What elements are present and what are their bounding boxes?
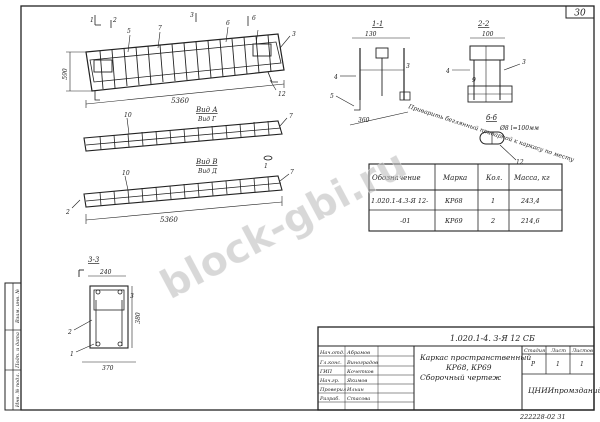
callout-number: 3: [406, 63, 410, 70]
spec-header-mass: Масса, кг: [513, 174, 550, 182]
view-b: Вид В Вид Д 5360 10 7 2: [65, 158, 294, 224]
side-stamp-label: Подп. и дата: [15, 332, 21, 369]
callout-number: 10: [124, 112, 132, 119]
view-b-ref: Вид Д: [197, 168, 217, 175]
section-1-1-label: 1-1: [372, 20, 383, 28]
watermark: block-gbi.ru: [153, 141, 414, 309]
spec-table: Обозначение Марка Кол. Масса, кг 1.020.1…: [368, 163, 563, 232]
page-number: 30: [574, 9, 586, 19]
spec-cell: 1.020.1-4.3-Я 12-: [371, 197, 428, 205]
weld-note: Приварить беглянный приварной к каркасу …: [406, 103, 575, 164]
callout-number: 1: [264, 163, 268, 170]
section-mark-label: 2: [112, 17, 117, 24]
side-stamp-label: Инв. № подл.: [15, 372, 21, 408]
callout-number: 3: [292, 31, 296, 38]
sheet-header: Лист: [550, 348, 566, 354]
section-2-2-label: 2-2: [477, 20, 490, 28]
dimension-sec11-top: 130: [365, 31, 377, 38]
callout-number: 4: [445, 68, 450, 75]
view-a-label: Вид А: [195, 106, 218, 114]
sheets-value: 1: [580, 361, 584, 368]
dimension-bottom-length: 5360: [160, 216, 178, 224]
callout-number: 7: [289, 113, 293, 120]
signer-name: Кочетков: [346, 369, 374, 375]
section-mark-label: 6: [252, 15, 256, 22]
spec-cell: 243,4: [520, 197, 540, 205]
sheet-value: 1: [556, 361, 560, 368]
section-3-3: 3-3 240 380 370 2 1 3: [67, 256, 142, 372]
dimension-sec11-bottom: 360: [358, 117, 370, 124]
section-1-1: 1-1 130 360 4 5 3: [330, 20, 411, 126]
callout-number: 1: [70, 351, 74, 358]
signer-name: Якимов: [346, 378, 367, 384]
side-stamp: Взам. инв. № Подп. и дата Инв. № подл.: [4, 282, 22, 411]
callout-number: 6: [226, 20, 230, 27]
signer-role: ГИП: [319, 369, 333, 375]
section-3-3-label: 3-3: [88, 256, 100, 264]
spec-header-mark: Марка: [442, 174, 467, 182]
spec-cell: КР69: [444, 217, 463, 225]
callout-number: 3: [130, 293, 134, 300]
view-a-ref: Вид Г: [197, 116, 217, 123]
dimension-top-length: 5360: [171, 97, 189, 105]
signer-name: Стасова: [347, 396, 370, 402]
drawing-title-line: Сборочный чертеж: [420, 373, 502, 382]
section-mark-label: 3: [190, 12, 194, 19]
callout-number: 12: [278, 91, 286, 98]
signer-name: Ильин: [346, 387, 364, 393]
sheets-header: Листов: [571, 348, 593, 354]
signer-name: Абрамов: [346, 349, 370, 356]
callout-number: 5: [330, 93, 334, 100]
spec-cell: 214,6: [520, 217, 540, 225]
view-b-label: Вид В: [195, 158, 217, 166]
callout-number: 7: [290, 169, 294, 176]
signer-role: Гл.конс.: [319, 360, 342, 366]
title-block: 1.020.1-4. 3-Я 12 СБ Каркас пространстве…: [317, 326, 600, 411]
sheet-frame: 30: [20, 5, 595, 411]
callout-number: 9: [472, 77, 476, 84]
spec-cell: КР68: [444, 197, 463, 205]
signer-role: Проверил: [319, 387, 346, 393]
callout-number: 4: [333, 74, 338, 81]
section-2-2: 2-2 100 4 3 9: [445, 20, 526, 103]
signer-role: Нач.гр.: [319, 378, 340, 384]
stage-header: Стадия: [524, 348, 545, 354]
section-6-6: б-б Ø8 l=100мм 12: [479, 114, 539, 166]
callout-number: 3: [522, 59, 526, 66]
drawing-title-line: КР68, КР69: [445, 363, 492, 372]
footer-code: 222228-02 31: [519, 413, 566, 421]
organization: ЦНИИпромзданий: [528, 386, 600, 395]
dimension-height-left: 590: [62, 68, 69, 80]
bar-note: Ø8 l=100мм: [499, 125, 539, 132]
dimension-sec33-width: 240: [99, 269, 112, 276]
spec-cell: -01: [400, 217, 410, 225]
dimension-sec33-height: 380: [135, 312, 142, 324]
callout-number: 2: [67, 329, 72, 336]
callout-number: 12: [516, 159, 524, 166]
spec-cell: 2: [490, 217, 495, 225]
callout-number: 7: [158, 25, 162, 32]
stage-value: Р: [530, 361, 536, 368]
spec-header-qty: Кол.: [485, 174, 502, 182]
callout-number: 5: [127, 28, 131, 35]
callout-number: 10: [122, 170, 130, 177]
signer-role: Разраб.: [319, 395, 340, 402]
drawing-title-line: Каркас пространственный: [419, 353, 531, 362]
spec-cell: 1: [491, 197, 495, 205]
side-stamp-label: Взам. инв. №: [15, 289, 21, 324]
spec-header-designation: Обозначение: [372, 174, 421, 182]
dimension-sec22-top: 100: [482, 31, 494, 38]
section-mark-label: 1: [90, 17, 94, 24]
signer-name: Виноградов: [346, 360, 378, 366]
view-a: Вид А Вид Г 10 7 1: [83, 106, 293, 170]
main-elevation: 5360 590 1 2 3 6 5 7 6 3 12: [62, 12, 296, 108]
dimension-sec33-bottom: 370: [102, 365, 114, 372]
drawing-code: 1.020.1-4. 3-Я 12 СБ: [450, 334, 535, 343]
signer-role: Нач.отд.: [319, 350, 345, 356]
callout-number: 2: [65, 209, 70, 216]
section-6-6-label: б-б: [486, 114, 498, 122]
